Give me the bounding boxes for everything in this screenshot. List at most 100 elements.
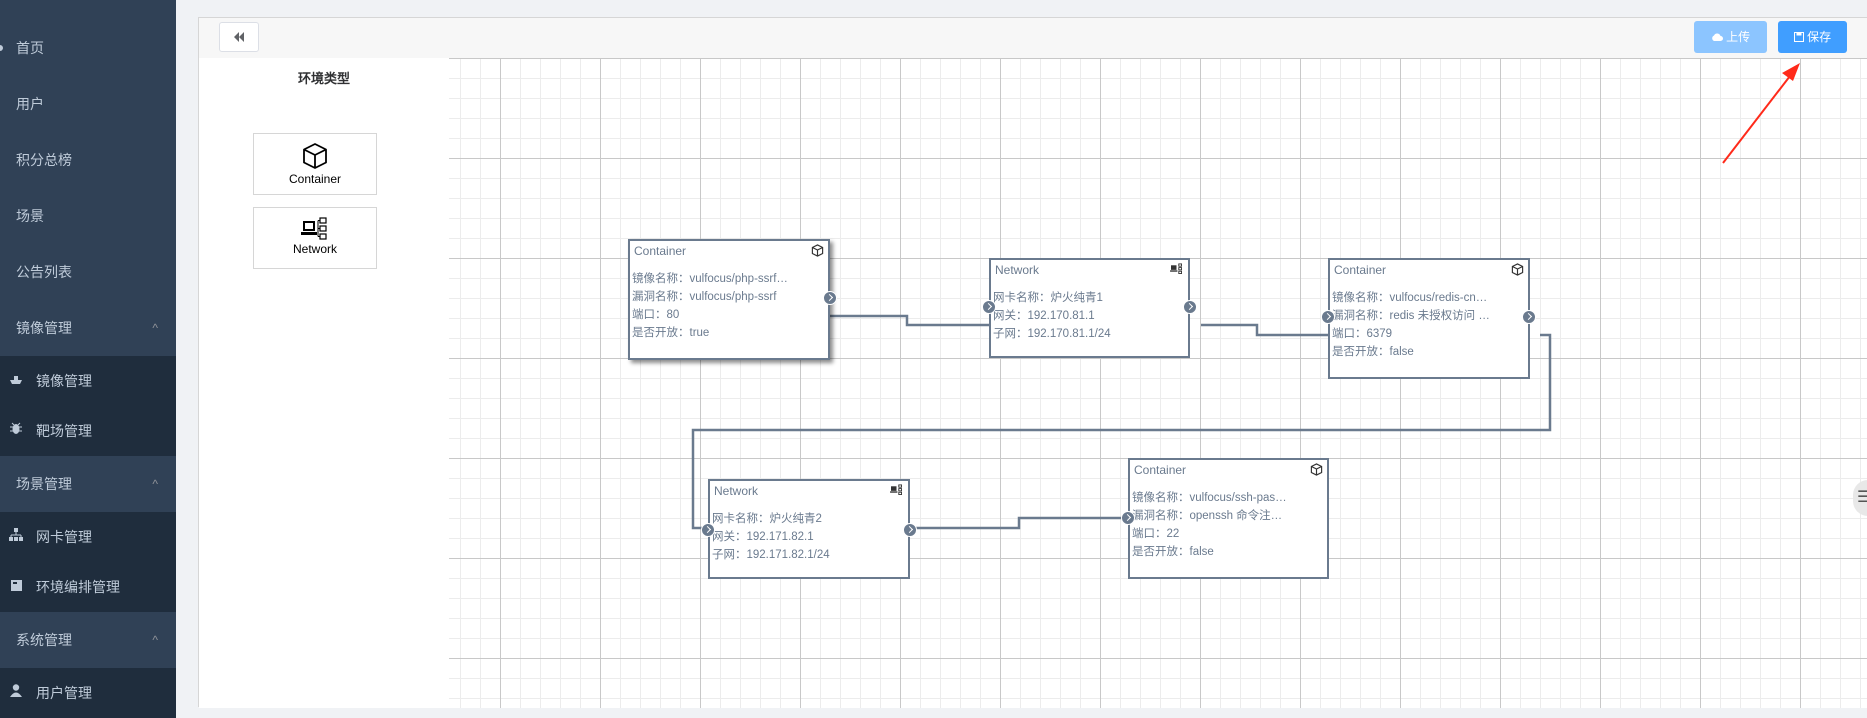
sidebar-item-label: 靶场管理 [36,423,92,439]
sidebar-item-label: 用户管理 [36,685,92,701]
node-nic-name: 网卡名称：炉火纯青2 [712,513,822,525]
output-port[interactable] [903,523,917,537]
node-title: Network [995,263,1040,277]
sidebar-item-image-management[interactable]: 镜像管理 [0,356,176,406]
node-port: 端口：22 [1132,528,1180,540]
menu-icon: ☰ [1857,489,1867,506]
editor-toolbar: 上传 保存 [199,18,1867,59]
node-image-name: 镜像名称：vulfocus/php-ssrf… [632,273,788,285]
node-open: 是否开放：false [1332,346,1414,358]
sidebar-item-label: 积分总榜 [16,152,72,168]
chevron-up-icon: ^ [152,477,158,491]
save-icon [1793,32,1804,42]
cube-icon [1511,263,1524,276]
bug-icon [8,406,24,456]
topology-editor: 上传 保存 环境类型 Container Network [198,17,1867,708]
right-panel-toggle[interactable]: ☰ [1853,480,1867,516]
component-palette: 环境类型 Container Network [199,58,450,708]
save-label: 保存 [1807,30,1832,44]
output-port[interactable] [1183,300,1197,314]
palette-item-network[interactable]: Network [253,207,377,269]
input-port[interactable] [701,523,715,537]
sidebar-item-label: 首页 [16,40,44,56]
cloud-upload-icon [1712,33,1723,41]
upload-button[interactable]: 上传 [1694,21,1767,53]
node-open: 是否开放：false [1132,546,1214,558]
link-network1-container2[interactable] [1201,323,1331,337]
palette-item-label: Container [288,172,342,186]
collapse-palette-button[interactable] [219,22,259,52]
node-container[interactable]: Container 镜像名称：vulfocus/php-ssrf… 漏洞名称：v… [628,239,837,360]
input-port[interactable] [1321,310,1335,324]
cube-icon [1310,463,1323,476]
network-icon [890,484,903,495]
node-vuln-name: 漏洞名称：vulfocus/php-ssrf [632,291,777,303]
sitemap-icon [8,512,24,562]
sidebar-item-notice-list[interactable]: 公告列表 [0,244,176,300]
sidebar-item-label: 环境编排管理 [36,579,120,595]
sidebar: 首页 用户 积分总榜 场景 公告列表 镜像管理 ^ 镜像管理 靶场管理 场景管理… [0,0,176,718]
node-gateway: 网关：192.170.81.1 [993,310,1095,322]
node-subnet: 子网：192.171.82.1/24 [712,549,830,561]
palette-title: 环境类型 [297,71,350,86]
sidebar-item-label: 网卡管理 [36,529,92,545]
palette-item-container[interactable]: Container [253,133,377,195]
link-container2-network2[interactable] [691,333,1552,530]
user-icon [8,668,24,718]
node-title: Container [1334,263,1387,277]
chevron-up-icon: ^ [152,321,158,335]
submenu-image-management[interactable]: 镜像管理 ^ [0,300,176,356]
palette-item-label: Network [292,242,337,256]
sidebar-item-label: 用户 [16,96,44,112]
network-icon [301,217,327,240]
chevron-up-icon: ^ [152,633,158,647]
input-port[interactable] [1121,511,1135,525]
node-open: 是否开放：true [632,327,710,339]
node-subnet: 子网：192.170.81.1/24 [993,328,1111,340]
sidebar-item-user-management[interactable]: 用户管理 [0,668,176,718]
link-container1-network1[interactable] [829,314,994,327]
input-port[interactable] [982,300,996,314]
node-container[interactable]: Container 镜像名称：vulfocus/redis-cn… 漏洞名称：r… [1321,258,1536,379]
node-port: 端口：6379 [1332,328,1393,340]
sidebar-item-user[interactable]: 用户 [0,76,176,132]
submenu-label: 镜像管理 [16,320,72,336]
link-network2-container3[interactable] [909,516,1127,530]
submenu-label: 系统管理 [16,632,72,648]
node-gateway: 网关：192.171.82.1 [712,531,814,543]
sidebar-item-label: 镜像管理 [36,373,92,389]
node-network[interactable]: Network 网卡名称：炉火纯青2 网关：192.171.82.1 子网：19… [701,479,917,579]
sidebar-item-score-ranking[interactable]: 积分总榜 [0,132,176,188]
node-title: Network [714,484,759,498]
sidebar-item-home[interactable]: 首页 [0,20,176,76]
output-port[interactable] [1522,310,1536,324]
sidebar-item-range-management[interactable]: 靶场管理 [0,406,176,456]
sidebar-item-label: 场景 [16,208,44,224]
double-chevron-left-icon [234,32,244,42]
layout-icon [8,562,24,612]
node-vuln-name: 漏洞名称：openssh 命令注… [1132,510,1283,522]
connection-lines [691,314,1552,530]
node-nic-name: 网卡名称：炉火纯青1 [993,292,1103,304]
sidebar-item-label: 公告列表 [16,264,72,280]
node-image-name: 镜像名称：vulfocus/redis-cn… [1332,292,1488,304]
network-icon [1170,263,1182,274]
submenu-label: 场景管理 [16,476,72,492]
node-vuln-name: 漏洞名称：redis 未授权访问 … [1332,310,1490,322]
cube-icon [811,244,824,257]
sidebar-item-orchestration-management[interactable]: 环境编排管理 [0,562,176,612]
node-port: 端口：80 [632,309,680,321]
ship-icon [8,356,24,406]
submenu-system-management[interactable]: 系统管理 ^ [0,612,176,668]
home-icon [0,45,3,51]
node-image-name: 镜像名称：vulfocus/ssh-pas… [1132,492,1287,504]
topology-canvas[interactable]: Container 镜像名称：vulfocus/php-ssrf… 漏洞名称：v… [449,58,1867,708]
submenu-scene-management[interactable]: 场景管理 ^ [0,456,176,512]
node-title: Container [634,244,687,258]
output-port[interactable] [823,291,837,305]
node-network[interactable]: Network 网卡名称：炉火纯青1 网关：192.170.81.1 子网：19… [982,258,1197,358]
node-container[interactable]: Container 镜像名称：vulfocus/ssh-pas… 漏洞名称：op… [1121,458,1329,579]
sidebar-item-scene[interactable]: 场景 [0,188,176,244]
sidebar-item-nic-management[interactable]: 网卡管理 [0,512,176,562]
save-button[interactable]: 保存 [1778,21,1847,53]
